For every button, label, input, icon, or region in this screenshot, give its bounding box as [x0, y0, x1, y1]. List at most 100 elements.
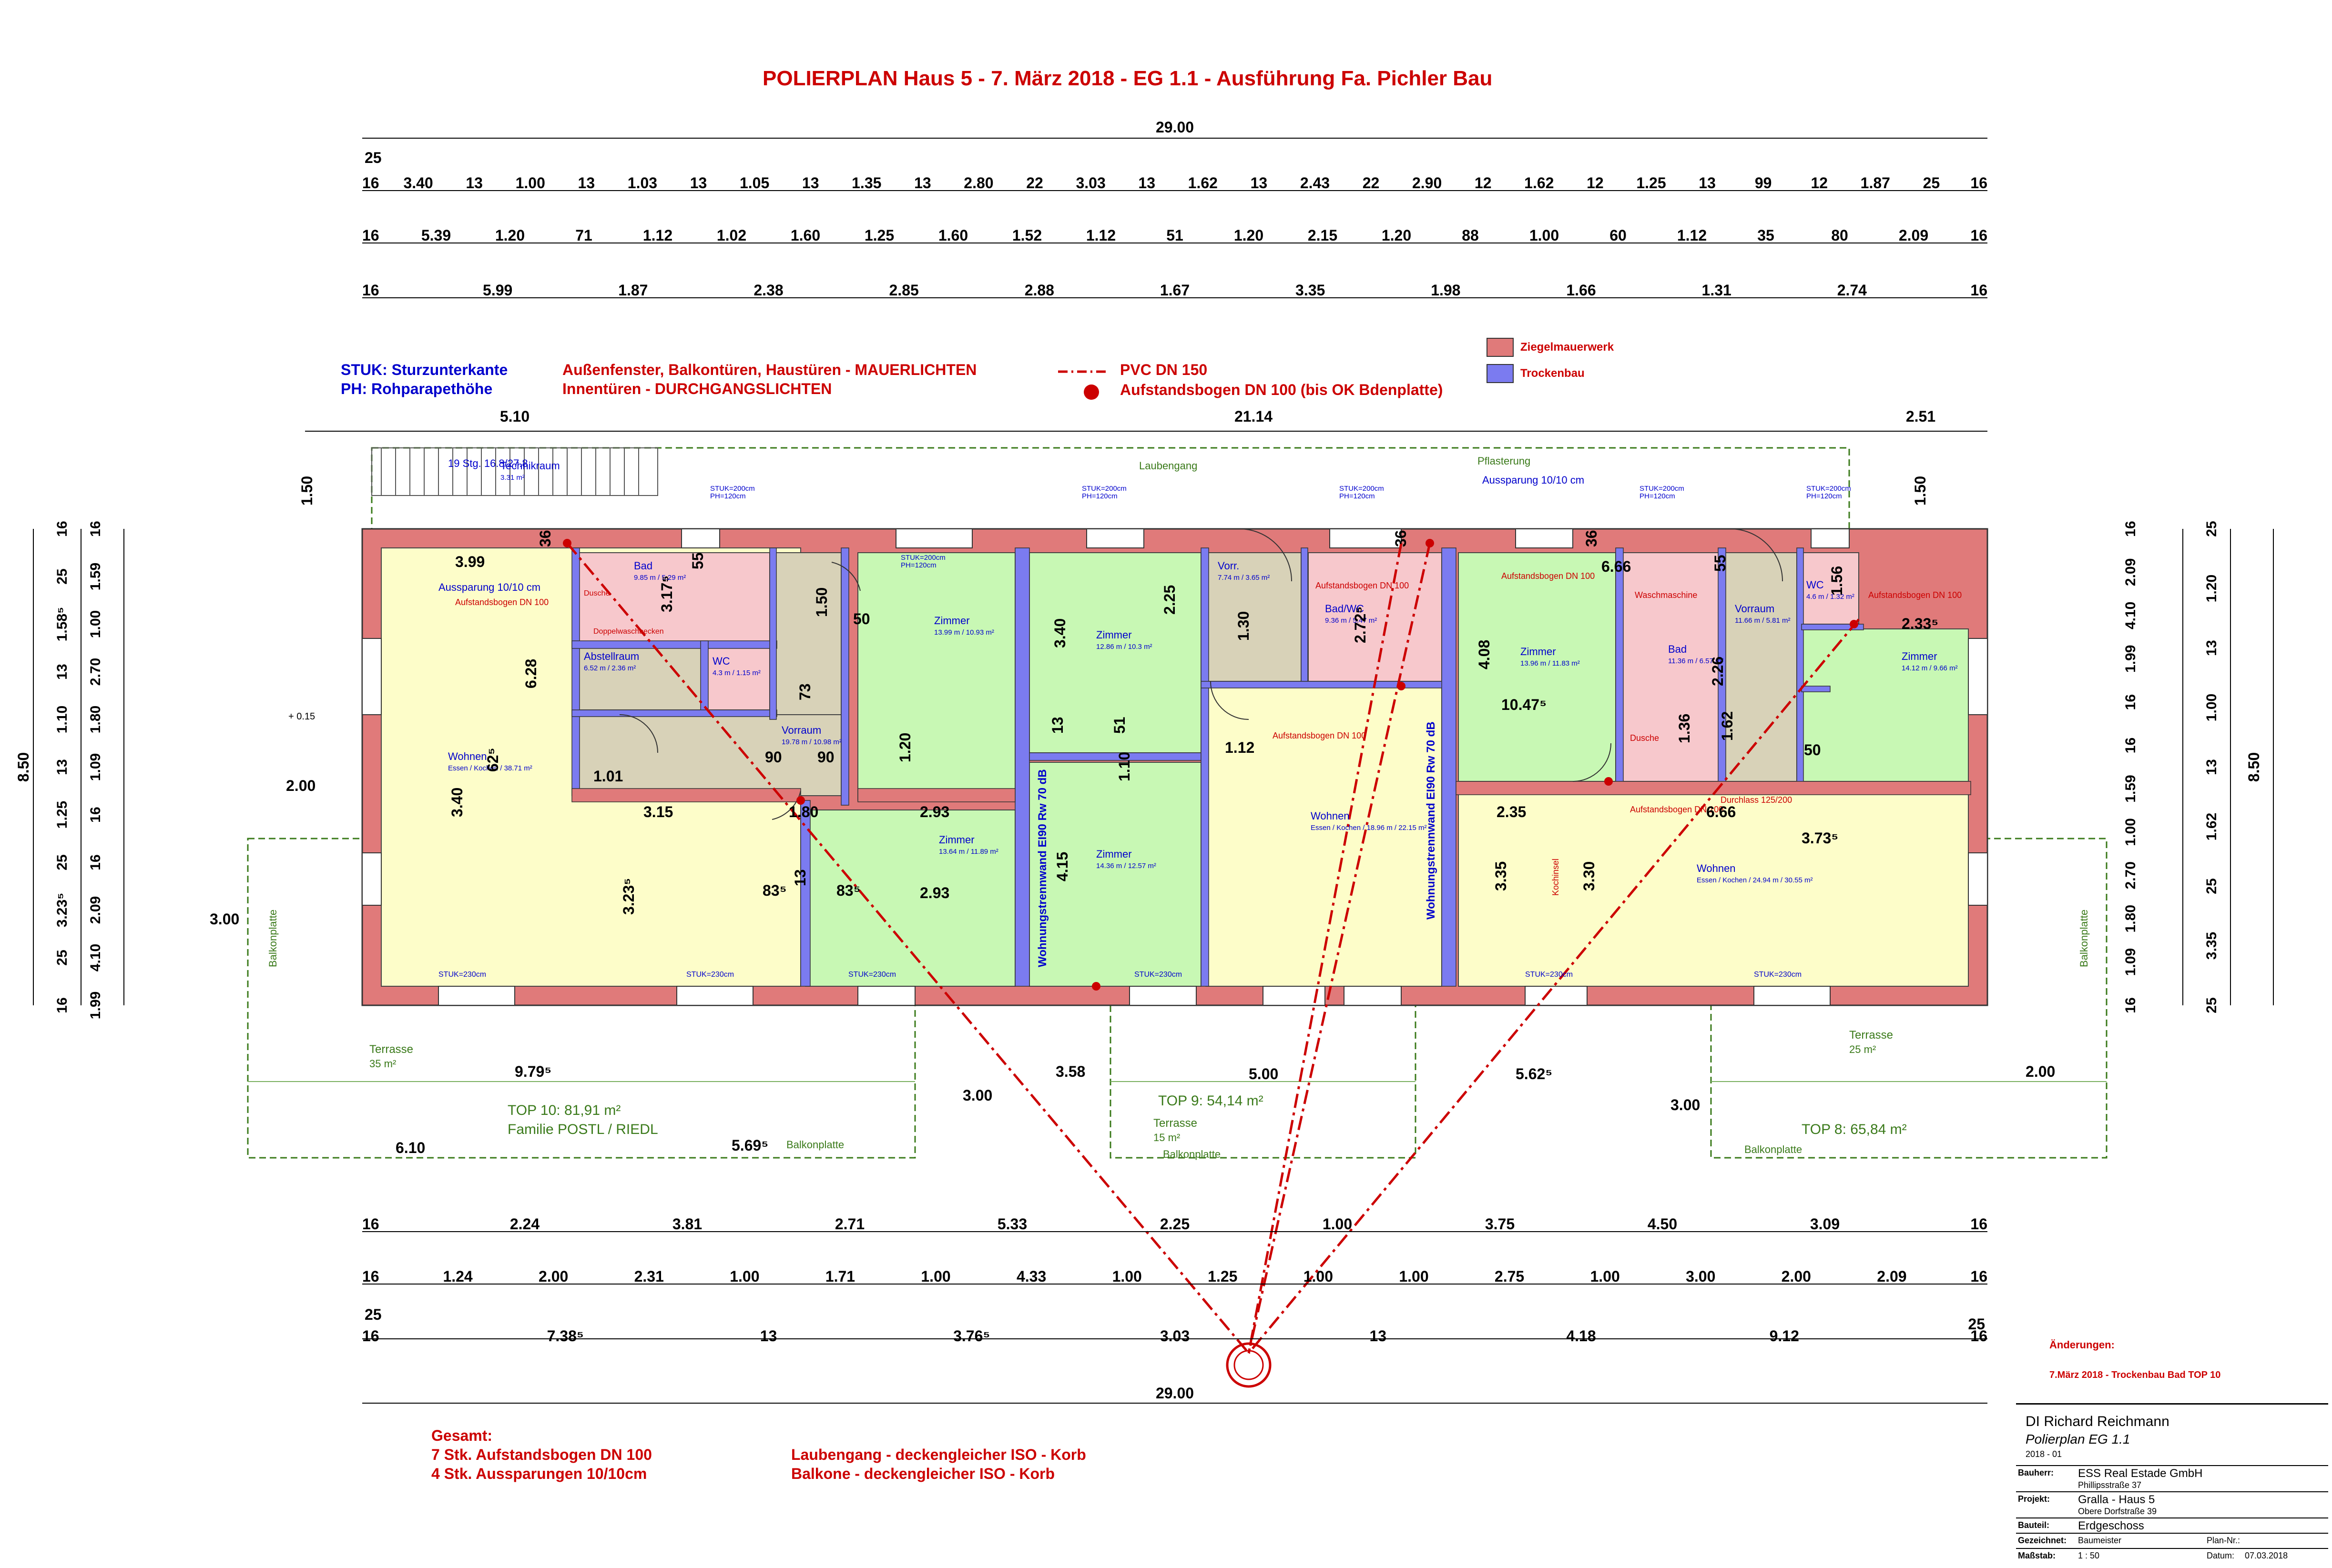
- tb-datum-label: Datum:: [2207, 1551, 2235, 1560]
- room-area: 9.36 m / 5.47 m²: [1325, 617, 1377, 625]
- dim-label: 13: [466, 174, 483, 192]
- dim-label: 1.24: [443, 1268, 472, 1285]
- room-area: 4.3 m / 1.15 m²: [713, 669, 761, 677]
- tb-mass-label: Maßstab:: [2018, 1551, 2056, 1560]
- dim-label: 13: [578, 174, 595, 192]
- plan-dimension: 6.28: [522, 659, 540, 688]
- dim-label: 2.85: [889, 282, 919, 299]
- room-vorraum-top8: [1725, 552, 1797, 782]
- dim-label: 1.25: [54, 801, 70, 829]
- top9-label: TOP 9: 54,14 m²: [1158, 1093, 1263, 1109]
- plan-dimension: 2.00: [2026, 1063, 2055, 1080]
- gesamt-title: Gesamt:: [431, 1427, 493, 1444]
- plan-dimension: 3.40: [448, 788, 466, 817]
- dim-label: 1.99: [88, 991, 103, 1019]
- terrace-area: 15 m²: [1153, 1132, 1180, 1143]
- dim-label: 1.58⁵: [54, 607, 70, 641]
- dim-label: 1.66: [1566, 282, 1596, 299]
- dim-label: 16: [2123, 997, 2139, 1013]
- plan-dimension: 6.66: [1601, 558, 1631, 575]
- plan-dimension: 3.30: [1580, 861, 1598, 891]
- dim-label: 25: [1923, 174, 1940, 192]
- dim-label: 2.71: [835, 1215, 865, 1233]
- stuk-label: STUK=230cm: [1134, 971, 1182, 979]
- dim-label: 1.25: [1208, 1268, 1237, 1285]
- dim-label: 1.60: [938, 227, 968, 244]
- room-area: 3.31 m²: [500, 474, 525, 482]
- dim-label: 8.50: [2245, 752, 2262, 782]
- dim-label: 3.09: [1810, 1215, 1840, 1233]
- plan-dimension: 1.10: [1116, 752, 1133, 781]
- dim-label: 1.31: [1702, 282, 1731, 299]
- room-area: Essen / Kochen / 38.71 m²: [448, 764, 532, 772]
- dim-label: 3.35: [1295, 282, 1325, 299]
- dim-label: 22: [1026, 174, 1043, 192]
- room-name: Vorraum: [1735, 603, 1774, 615]
- plan-dimension: 2.72⁵: [1352, 607, 1369, 643]
- dim-label: 80: [1831, 227, 1848, 244]
- tb-gez-label: Gezeichnet:: [2018, 1536, 2067, 1545]
- legend-pvc: PVC DN 150: [1120, 361, 1208, 378]
- dim-label: 13: [690, 174, 707, 192]
- dim-label: 71: [575, 227, 592, 244]
- room-zimmer2-top10: [805, 809, 1016, 987]
- room-area: Essen / Kochen / 18.96 m / 22.15 m²: [1311, 824, 1426, 832]
- dim-label: 1.20: [1234, 227, 1263, 244]
- room-zimmer1-top9: [1029, 552, 1202, 753]
- pvc-pipes: [566, 542, 1860, 1354]
- room-name: Bad/WC: [1325, 603, 1364, 615]
- dim-label: 3.03: [1160, 1327, 1190, 1345]
- room-fills: [381, 547, 1969, 987]
- bogen-label: Aufstandsbogen DN 100: [1273, 731, 1366, 740]
- dim-label: 1.09: [88, 753, 103, 781]
- plan-dimension: 2.35: [1497, 803, 1526, 820]
- gesamt-line2: 4 Stk. Aussparungen 10/10cm: [431, 1465, 647, 1482]
- room-abstell-top10: [579, 647, 703, 710]
- tb-gez: Baumeister: [2078, 1536, 2122, 1545]
- plan-dimension: 4.15: [1054, 852, 1071, 881]
- dim-label: 4.10: [2123, 602, 2139, 629]
- dim-label: 22: [1363, 174, 1380, 192]
- dim-label: 2.80: [964, 174, 993, 192]
- tb-bauherr-addr: Phillipsstraße 37: [2078, 1480, 2142, 1490]
- dim-label: 1.20: [1382, 227, 1411, 244]
- dim-label: 12: [1587, 174, 1604, 192]
- bogen-label: Aufstandsbogen DN 100: [455, 597, 549, 607]
- dim-label: 1.60: [791, 227, 820, 244]
- dim-label: 2.00: [539, 1268, 568, 1285]
- terrace-area: 25 m²: [1849, 1043, 1876, 1055]
- plan-dimension: 83⁵: [763, 882, 787, 899]
- dim-label: 16: [54, 521, 70, 536]
- dim-label: 16: [1970, 1215, 1987, 1233]
- familie-label: Familie POSTL / RIEDL: [508, 1122, 658, 1137]
- level-label: + 0.15: [288, 711, 315, 722]
- dim-label: 3.00: [1686, 1268, 1715, 1285]
- aussparung-label: Aussparung 10/10 cm: [1482, 474, 1584, 486]
- room-wohnen-top8: [1458, 790, 1969, 987]
- plan-dimension: 3.15: [643, 803, 673, 820]
- dim-label: 1.35: [852, 174, 881, 192]
- bogen-label: Aufstandsbogen DN 100: [1501, 571, 1595, 581]
- dim-label: 1.12: [643, 227, 672, 244]
- dim-label: 2.74: [1837, 282, 1867, 299]
- room-vorr-top9: [1205, 552, 1302, 682]
- dim-label: 1.10: [54, 706, 70, 733]
- plan-dimension: 4.08: [1476, 640, 1493, 669]
- balkon-label: Balkonplatte: [267, 910, 279, 967]
- dim-label: 1.59: [2123, 775, 2139, 802]
- dim-label: 29.00: [1156, 119, 1194, 136]
- legend-bogen: Aufstandsbogen DN 100 (bis OK Bdenplatte…: [1120, 381, 1443, 398]
- dim-label: 2.43: [1300, 174, 1330, 192]
- dim-label: 1.62: [1524, 174, 1554, 192]
- dim-label: 13: [1699, 174, 1716, 192]
- dimension-lines: [33, 138, 2274, 1404]
- dim-label: 1.12: [1086, 227, 1116, 244]
- stuk-label: STUK=230cm: [1525, 971, 1573, 979]
- dim-label: 2.09: [2123, 558, 2139, 586]
- room-badwc-top9: [1308, 552, 1442, 682]
- dim-label: 1.59: [88, 563, 103, 590]
- plan-dimension: 1.62: [1719, 711, 1736, 741]
- tb-bauteil: Erdgeschoss: [2078, 1519, 2144, 1532]
- room-name: Wohnen: [1311, 810, 1350, 822]
